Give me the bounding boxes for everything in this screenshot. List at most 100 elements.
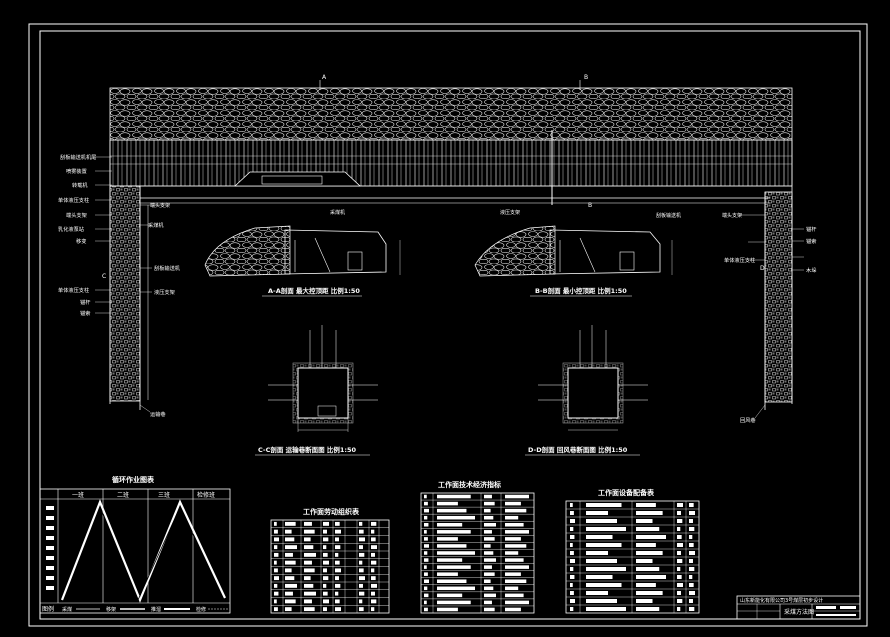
table-cell-block	[586, 543, 622, 547]
table-cell-block	[586, 599, 617, 603]
table-cell-block	[484, 544, 491, 548]
section-bb: B-B剖面 最小控顶距 比例1:50	[474, 225, 673, 297]
shift-label: 检修班	[197, 491, 215, 499]
table-cell-block	[677, 575, 682, 579]
table-cell-block	[371, 537, 376, 542]
table-cell-block	[505, 551, 519, 555]
table-cell-block	[689, 567, 695, 571]
labor-table-title: 工作面劳动组织表	[303, 507, 360, 516]
table-cell-block	[274, 529, 278, 534]
equipment-table: 工作面设备配备表	[565, 488, 700, 614]
table-cell-block	[689, 551, 695, 555]
table-cell-block	[371, 529, 375, 534]
left-leaders	[95, 156, 165, 413]
table-cell-block	[636, 511, 663, 515]
table-cell-block	[424, 544, 429, 548]
table-cell-block	[371, 521, 377, 526]
table-cell-block	[689, 591, 695, 595]
left-callout: 喷雾装置	[66, 167, 87, 175]
legend-label: 图例	[42, 605, 54, 613]
table-cell-block	[505, 558, 524, 562]
table-cell-block	[689, 607, 695, 611]
table-cell-block	[323, 583, 327, 588]
table-cell-block	[677, 583, 683, 587]
table-cell-block	[371, 552, 375, 557]
table-cell-block	[335, 552, 339, 557]
table-cell-block	[274, 591, 279, 596]
table-cell-block	[437, 544, 467, 548]
table-cell-block	[274, 560, 277, 565]
table-cell-block	[570, 599, 575, 603]
right-callout: 锚索	[806, 237, 816, 245]
table-cell-block	[274, 545, 278, 550]
table-cell-block	[323, 545, 327, 550]
table-cell-block	[689, 519, 693, 523]
table-cell-block	[304, 591, 316, 596]
left-callout: 移变	[76, 237, 86, 245]
table-cell-block	[304, 560, 312, 565]
table-cell-block	[304, 576, 311, 581]
bb-support	[549, 229, 661, 275]
table-cell-block	[371, 607, 375, 612]
left-callout: 端头支架	[66, 211, 87, 219]
table-cell-block	[424, 600, 427, 605]
table-cell-block	[586, 591, 608, 595]
table-cell-block	[689, 503, 694, 507]
table-cell-block	[586, 527, 626, 531]
left-lower-callout: 单体液压支柱	[58, 286, 89, 294]
right-leaders	[740, 214, 804, 419]
table-cell-block	[505, 565, 529, 569]
table-cell-block	[304, 607, 315, 612]
legend-item: 移架	[106, 606, 116, 613]
left-roadway-wall	[109, 185, 141, 402]
table-cell-block	[484, 586, 494, 591]
table-cell-block	[484, 515, 494, 520]
technical-indicators-table: 工作面技术经济指标	[420, 480, 535, 614]
strip-label: 刮板输送机	[656, 212, 681, 219]
bb-goaf-rubble	[474, 225, 556, 277]
table-cell-block	[323, 529, 327, 534]
table-cell-block	[636, 527, 660, 531]
cc-roadway-inner	[297, 367, 349, 419]
table-cell-block	[570, 591, 574, 595]
table-cell-block	[335, 607, 341, 612]
table-cell-block	[689, 535, 693, 539]
table-cell-block	[505, 501, 521, 506]
table-cell-block	[505, 494, 529, 499]
table-cell-block	[570, 607, 574, 611]
right-callout: 单体液压支柱	[724, 256, 755, 264]
table-cell-block	[570, 575, 575, 579]
table-cell-block	[570, 583, 573, 587]
table-cell-block	[274, 607, 278, 612]
table-cell-block	[636, 519, 653, 523]
table-cell-block	[437, 515, 475, 520]
aa-support	[284, 229, 387, 275]
right-bottom-callout: 回风巷	[740, 417, 756, 424]
table-cell-block	[570, 559, 575, 563]
table-cell-block	[636, 559, 653, 563]
table-cell-block	[484, 600, 492, 605]
table-cell-block	[371, 576, 376, 581]
table-cell-block	[570, 535, 575, 539]
left-callout: 单体液压支柱	[58, 196, 89, 204]
table-cell-block	[505, 572, 521, 576]
table-cell-block	[484, 558, 496, 562]
table-cell-block	[505, 530, 529, 534]
table-cell-block	[424, 607, 428, 612]
table-cell-block	[359, 607, 364, 612]
table-cell-block	[570, 519, 575, 523]
left-callout: 刮板输送机机尾	[60, 153, 96, 161]
table-cell-block	[437, 593, 463, 598]
table-cell-block	[677, 543, 683, 547]
table-cell-block	[437, 501, 458, 506]
table-cell-block	[484, 565, 492, 569]
table-cell-block	[689, 583, 694, 587]
table-cell-block	[437, 551, 475, 555]
table-cell-block	[570, 503, 573, 507]
table-cell-block	[677, 519, 683, 523]
left-inner-callout: 采煤机	[148, 221, 164, 229]
section-dd-title: D-D剖面 回风巷断面图 比例1:50	[528, 445, 628, 454]
table-cell-block	[586, 559, 617, 563]
legend-item: 检修	[196, 606, 206, 613]
